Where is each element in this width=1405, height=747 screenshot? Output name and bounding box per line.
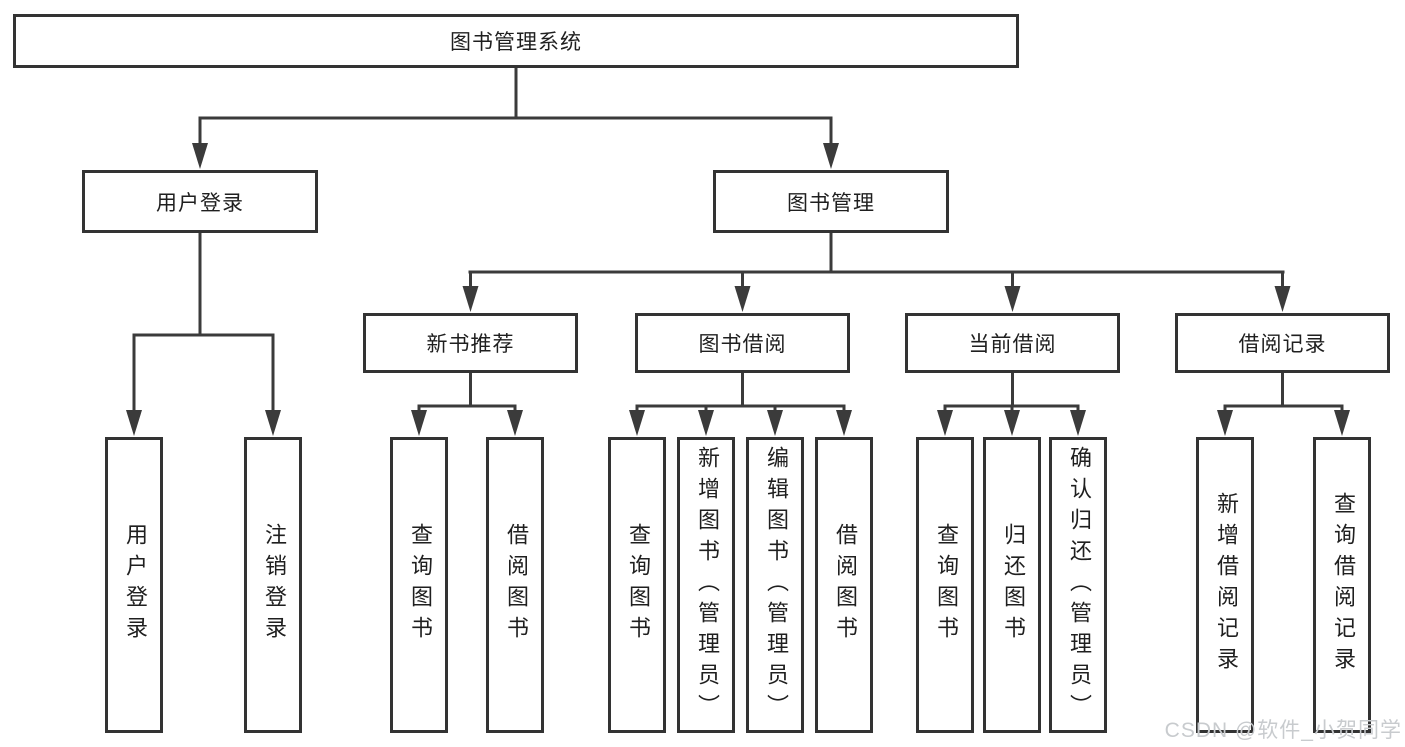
leaf-query-books-borrow: 查询图书 [608, 437, 666, 733]
node-root-label: 图书管理系统 [450, 31, 582, 54]
leaf-query-books-current: 查询图书 [916, 437, 974, 733]
leaf-query-books-recommend: 查询图书 [390, 437, 448, 733]
leaf-query-borrow-record: 查询借阅记录 [1313, 437, 1371, 733]
leaf-logout-login: 注销登录 [244, 437, 302, 733]
node-borrowing-records-label: 借阅记录 [1238, 333, 1327, 356]
csdn-watermark: CSDN @软件_小贺同学 [1164, 719, 1402, 742]
leaf-borrow-books: 借阅图书 [815, 437, 873, 733]
leaf-user-login: 用户登录 [105, 437, 163, 733]
leaf-confirm-return-admin: 确认归还（管理员） [1049, 437, 1107, 733]
node-borrowing-records: 借阅记录 [1175, 313, 1390, 373]
leaf-add-borrow-record: 新增借阅记录 [1196, 437, 1254, 733]
node-new-book-recommendation: 新书推荐 [363, 313, 578, 373]
node-book-management: 图书管理 [713, 170, 949, 233]
node-book-borrowing-label: 图书借阅 [698, 333, 787, 356]
node-user-login: 用户登录 [82, 170, 318, 233]
leaf-borrow-books-recommend: 借阅图书 [486, 437, 544, 733]
node-new-book-recommendation-label: 新书推荐 [426, 333, 515, 356]
leaf-edit-book-admin: 编辑图书（管理员） [746, 437, 804, 733]
node-root: 图书管理系统 [13, 14, 1019, 68]
node-current-borrowing: 当前借阅 [905, 313, 1120, 373]
node-current-borrowing-label: 当前借阅 [968, 333, 1057, 356]
node-book-management-label: 图书管理 [787, 191, 875, 215]
leaf-return-books: 归还图书 [983, 437, 1041, 733]
leaf-add-book-admin: 新增图书（管理员） [677, 437, 735, 733]
node-book-borrowing: 图书借阅 [635, 313, 850, 373]
node-user-login-label: 用户登录 [156, 191, 244, 215]
